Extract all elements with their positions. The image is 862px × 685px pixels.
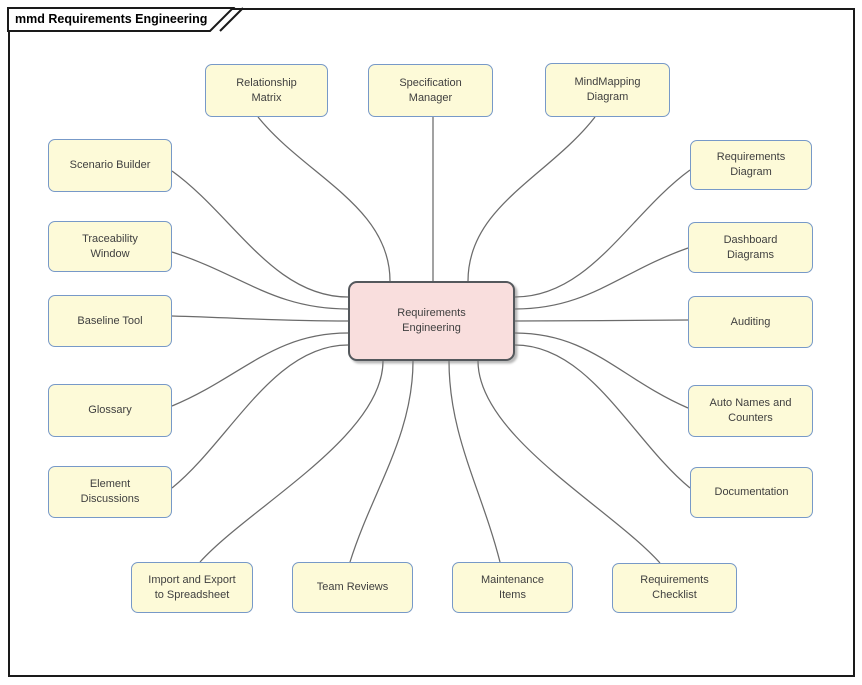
- node-label: Requirements Diagram: [716, 151, 786, 178]
- mindmap-node-element-discussions[interactable]: Element Discussions: [48, 466, 172, 518]
- mindmap-node-import-export-spreadsheet[interactable]: Import and Export to Spreadsheet: [131, 562, 253, 613]
- node-label: MindMapping Diagram: [574, 76, 641, 103]
- node-label: Relationship Matrix: [236, 76, 297, 104]
- mindmap-node-baseline-tool[interactable]: Baseline Tool: [48, 295, 172, 347]
- connector-team-reviews[interactable]: [349, 360, 414, 563]
- mindmap-node-maintenance-items[interactable]: Maintenance Items: [452, 562, 573, 613]
- mindmap-node-auditing[interactable]: Auditing: [688, 296, 813, 348]
- node-label: Specification Manager: [399, 76, 462, 104]
- mindmap-node-glossary[interactable]: Glossary: [48, 384, 172, 437]
- mindmap-node-requirements-checklist[interactable]: Requirements Checklist: [612, 563, 737, 613]
- mindmap-node-scenario-builder[interactable]: Scenario Builder: [48, 139, 172, 192]
- node-label: Requirements Checklist: [640, 574, 709, 601]
- node-label: Element Discussions: [80, 478, 140, 505]
- node-label: Import and Export to Spreadsheet: [148, 573, 236, 601]
- node-label: Documentation: [714, 486, 789, 498]
- connector-maintenance-items[interactable]: [448, 360, 501, 563]
- connector-auditing[interactable]: [514, 319, 689, 322]
- connector-baseline-tool[interactable]: [171, 315, 349, 322]
- node-label: Baseline Tool: [77, 314, 143, 327]
- mindmap-node-requirements-diagram[interactable]: Requirements Diagram: [690, 140, 812, 190]
- center-node-requirements-engineering[interactable]: Requirements Engineering: [348, 281, 515, 361]
- mindmap-node-mindmapping-diagram[interactable]: MindMapping Diagram: [545, 63, 670, 117]
- mindmap-node-documentation[interactable]: Documentation: [690, 467, 813, 518]
- mindmap-node-team-reviews[interactable]: Team Reviews: [292, 562, 413, 613]
- frame-label-tab: [7, 7, 244, 32]
- node-label: Dashboard Diagrams: [723, 233, 778, 261]
- connector-documentation[interactable]: [514, 344, 691, 489]
- connector-relationship-matrix[interactable]: [257, 116, 391, 282]
- node-label: Team Reviews: [316, 581, 389, 593]
- mindmap-node-traceability-window[interactable]: Traceability Window: [48, 221, 172, 272]
- node-label: Auditing: [730, 315, 771, 328]
- connector-auto-names-and-counters[interactable]: [514, 332, 689, 409]
- mindmap-node-specification-manager[interactable]: Specification Manager: [368, 64, 493, 117]
- node-label: Scenario Builder: [69, 159, 151, 171]
- node-label: Traceability Window: [82, 232, 138, 260]
- mindmap-node-relationship-matrix[interactable]: Relationship Matrix: [205, 64, 328, 117]
- node-label: Requirements Engineering: [397, 307, 466, 334]
- connector-mindmapping-diagram[interactable]: [467, 116, 596, 282]
- connector-glossary[interactable]: [171, 332, 349, 407]
- connector-traceability-window[interactable]: [171, 251, 349, 310]
- connector-requirements-checklist[interactable]: [477, 360, 661, 564]
- connector-scenario-builder[interactable]: [171, 170, 349, 298]
- mindmap-node-auto-names-and-counters[interactable]: Auto Names and Counters: [688, 385, 813, 437]
- mindmap-node-dashboard-diagrams[interactable]: Dashboard Diagrams: [688, 222, 813, 273]
- node-label: Glossary: [88, 404, 132, 416]
- connector-dashboard-diagrams[interactable]: [514, 247, 689, 310]
- connector-import-export-spreadsheet[interactable]: [199, 360, 384, 563]
- connector-requirements-diagram[interactable]: [514, 169, 691, 298]
- connector-element-discussions[interactable]: [171, 344, 349, 489]
- frame-label: mmd Requirements Engineering: [15, 12, 208, 26]
- node-label: Maintenance Items: [481, 573, 544, 601]
- node-label: Auto Names and Counters: [709, 397, 792, 424]
